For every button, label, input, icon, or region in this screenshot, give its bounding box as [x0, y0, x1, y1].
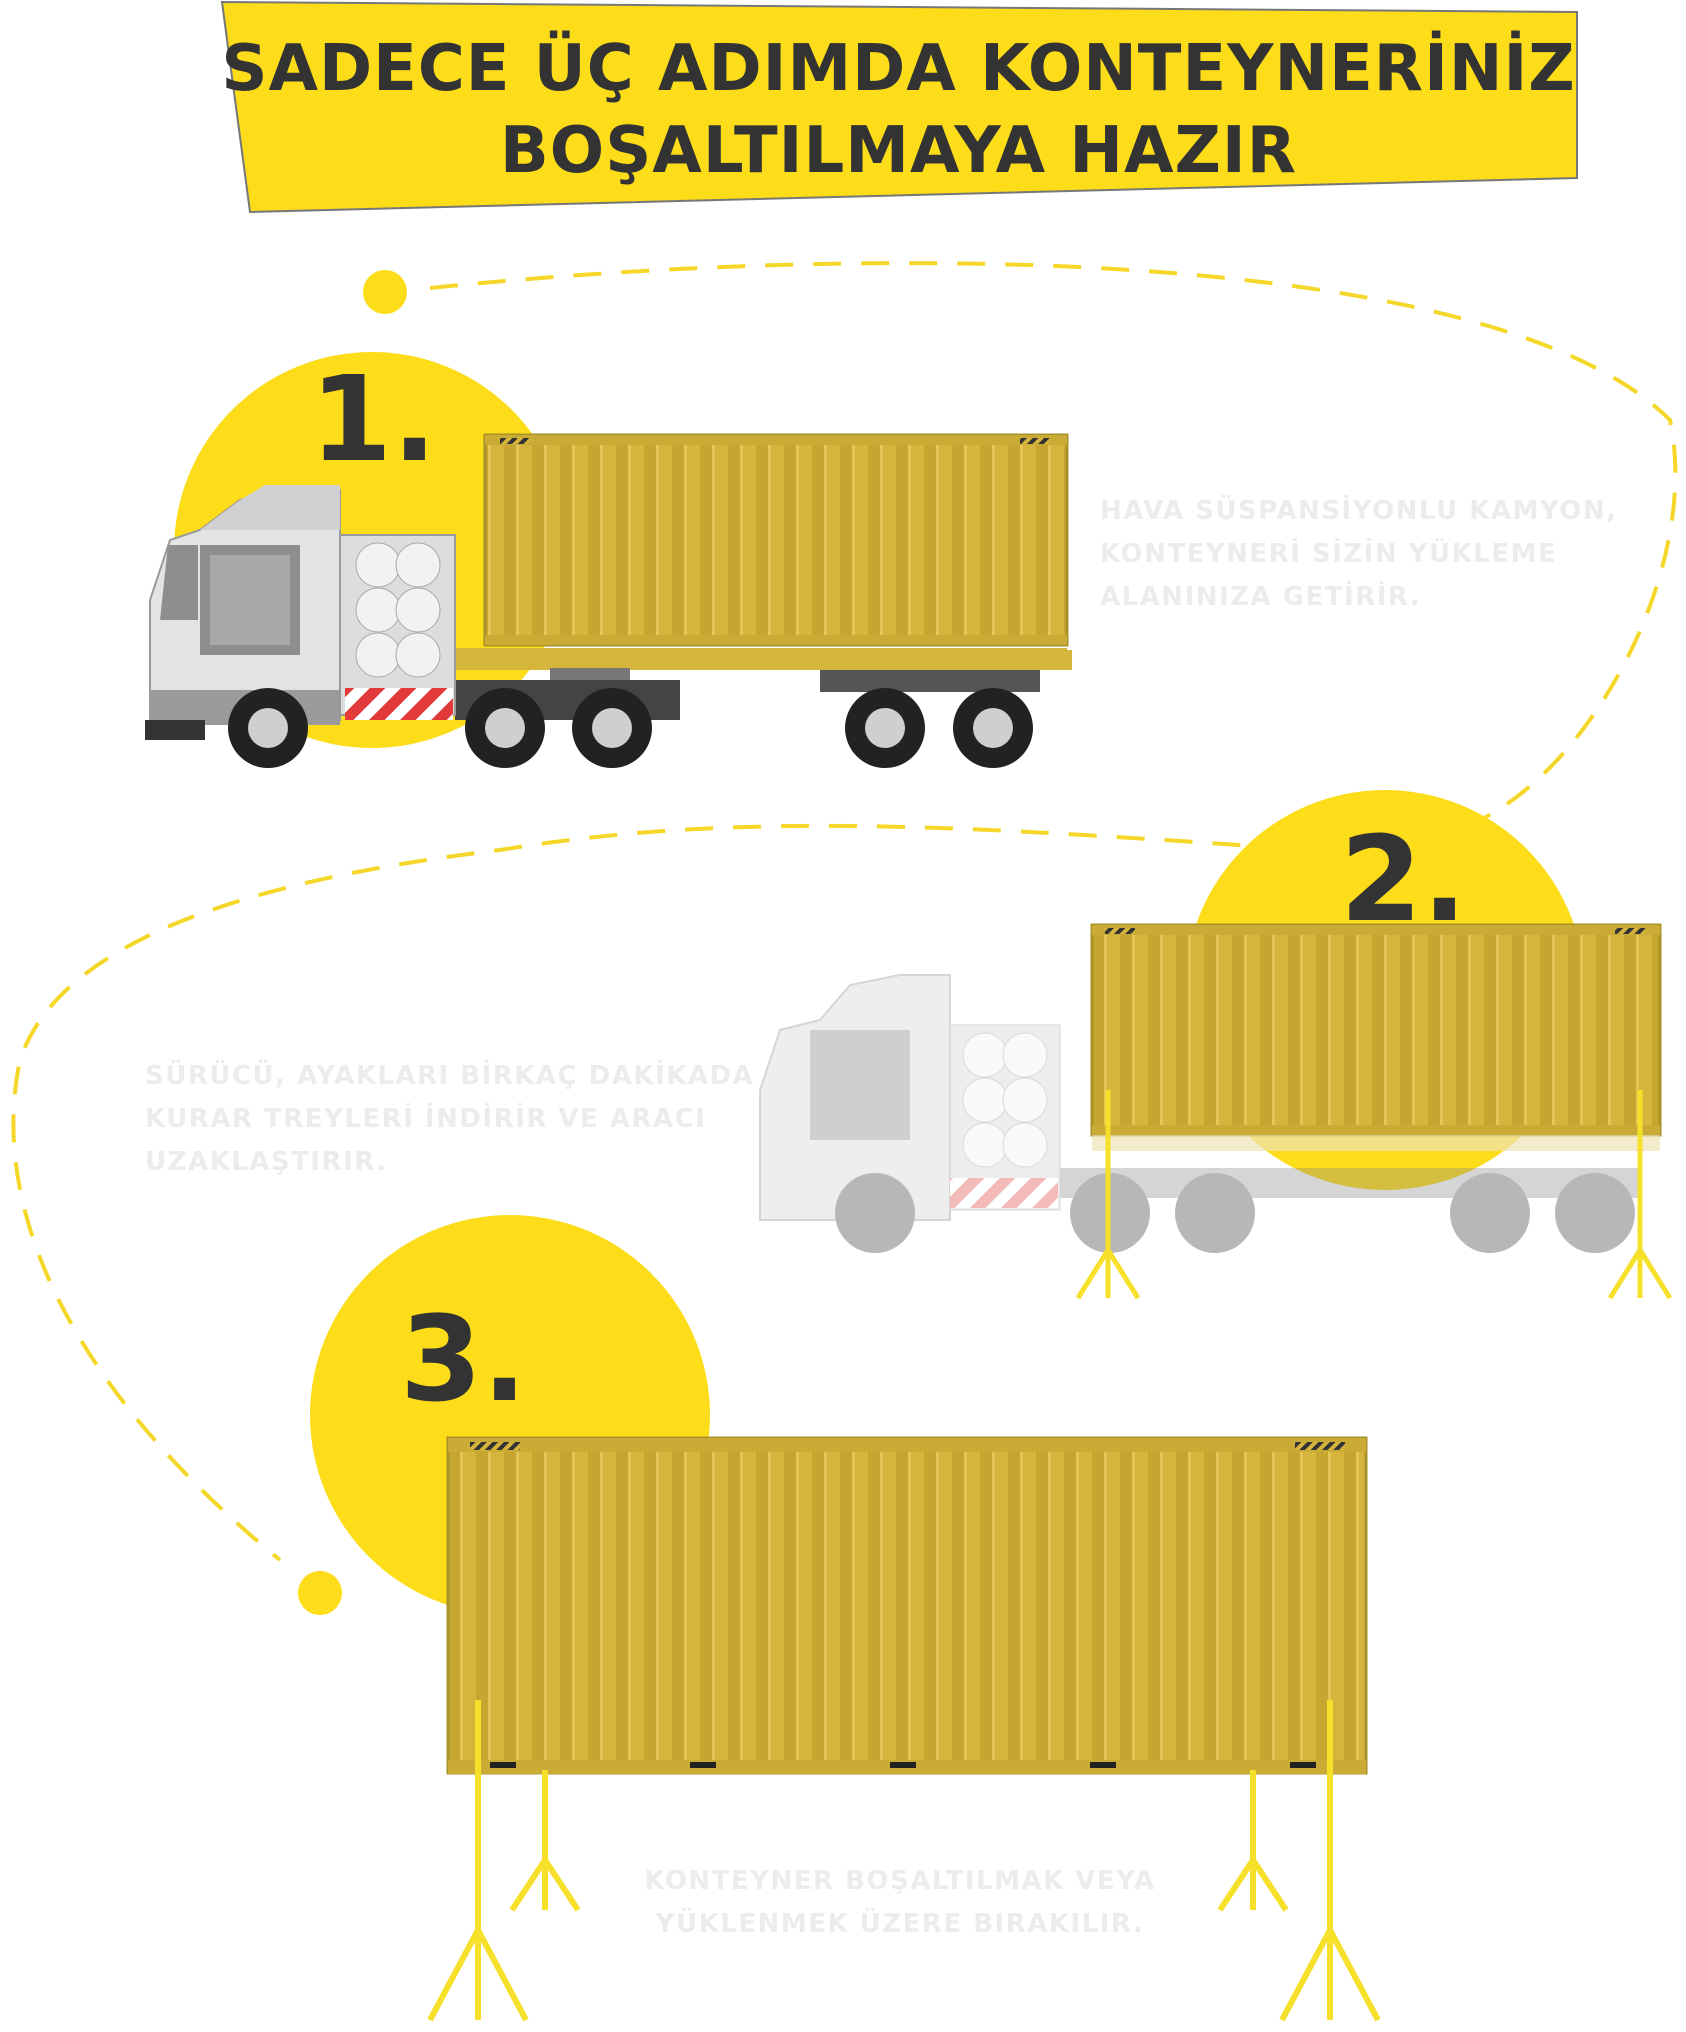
- truck-2-legs: [1075, 1090, 1673, 1300]
- page-title: SADECE ÜÇ ADIMDA KONTEYNERİNİZ BOŞALTILM…: [220, 28, 1577, 192]
- step-2-line-1: SÜRÜCÜ, AYAKLARI BİRKAÇ DAKİKADA: [145, 1061, 755, 1091]
- step-3-number: 3.: [400, 1290, 527, 1428]
- step-1-line-2: KONTEYNERİ SİZİN YÜKLEME: [1100, 539, 1558, 569]
- step-1-line-3: ALANINIZA GETİRİR.: [1100, 582, 1422, 612]
- truck-1: [145, 433, 1072, 768]
- step-1-line-1: HAVA SÜSPANSİYONLU KAMYON,: [1100, 496, 1618, 526]
- truck-2: [759, 923, 1673, 1300]
- truck-2-container: [1090, 923, 1662, 1151]
- step-3-description: KONTEYNER BOŞALTILMAK VEYA YÜKLENMEK ÜZE…: [640, 1860, 1160, 1946]
- title-line-2: BOŞALTILMAYA HAZIR: [500, 114, 1297, 188]
- step-3-line-2: YÜKLENMEK ÜZERE BIRAKILIR.: [655, 1909, 1145, 1939]
- container-3-legs: [427, 1700, 1381, 2022]
- dashed-path: [11, 261, 1678, 1615]
- path-end-dot: [298, 1571, 342, 1615]
- step-2-number: 2.: [1340, 810, 1467, 948]
- step-2-description: SÜRÜCÜ, AYAKLARI BİRKAÇ DAKİKADA KURAR T…: [145, 1055, 754, 1184]
- step-2-line-2: KURAR TREYLERİ İNDİRİR VE ARACI: [145, 1104, 707, 1134]
- truck-1-container: [483, 433, 1072, 670]
- step-1-number: 1.: [310, 350, 437, 488]
- step-3-line-1: KONTEYNER BOŞALTILMAK VEYA: [644, 1866, 1156, 1896]
- title-banner: [220, 0, 1578, 214]
- path-start-dot: [363, 270, 407, 314]
- title-line-1: SADECE ÜÇ ADIMDA KONTEYNERİNİZ: [221, 32, 1576, 106]
- container-3: [446, 1436, 1368, 1775]
- step-2-line-3: UZAKLAŞTIRIR.: [145, 1147, 388, 1177]
- step-1-description: HAVA SÜSPANSİYONLU KAMYON, KONTEYNERİ Sİ…: [1100, 490, 1618, 619]
